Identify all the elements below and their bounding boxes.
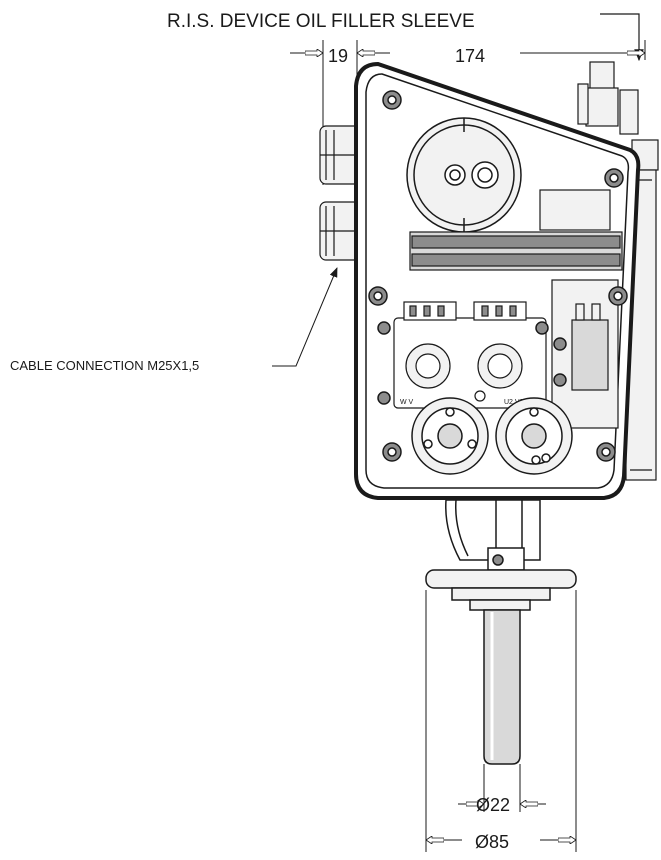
dimension-dia-85: Ø85	[475, 832, 509, 852]
output-shaft	[483, 609, 521, 765]
mounting-flange	[425, 569, 577, 611]
oil-filler-label: R.I.S. DEVICE OIL FILLER SLEEVE	[167, 11, 475, 32]
side-module	[539, 189, 619, 429]
cable-connection-label: CABLE CONNECTION M25X1,5	[10, 358, 199, 373]
pcb-label-a: W V	[400, 399, 414, 406]
dimension-dia-22: Ø22	[476, 795, 510, 815]
terminal-strip	[409, 231, 623, 271]
pcb-label-b: U2 V2	[504, 399, 524, 406]
bottom-dimensions	[425, 590, 577, 852]
cable-gland-lower	[319, 201, 361, 261]
dimension-19: 19	[328, 46, 348, 66]
pcb-board	[393, 301, 547, 409]
oil-filler-leader	[600, 13, 644, 62]
screws	[368, 90, 628, 462]
dimension-174: 174	[455, 46, 485, 66]
cable-connection-leader	[272, 267, 338, 367]
gear-disc	[406, 117, 522, 233]
connector-right	[495, 397, 573, 475]
housing-neck	[445, 499, 541, 571]
connector-left	[411, 397, 489, 475]
top-dimension: 19 174	[290, 40, 646, 185]
